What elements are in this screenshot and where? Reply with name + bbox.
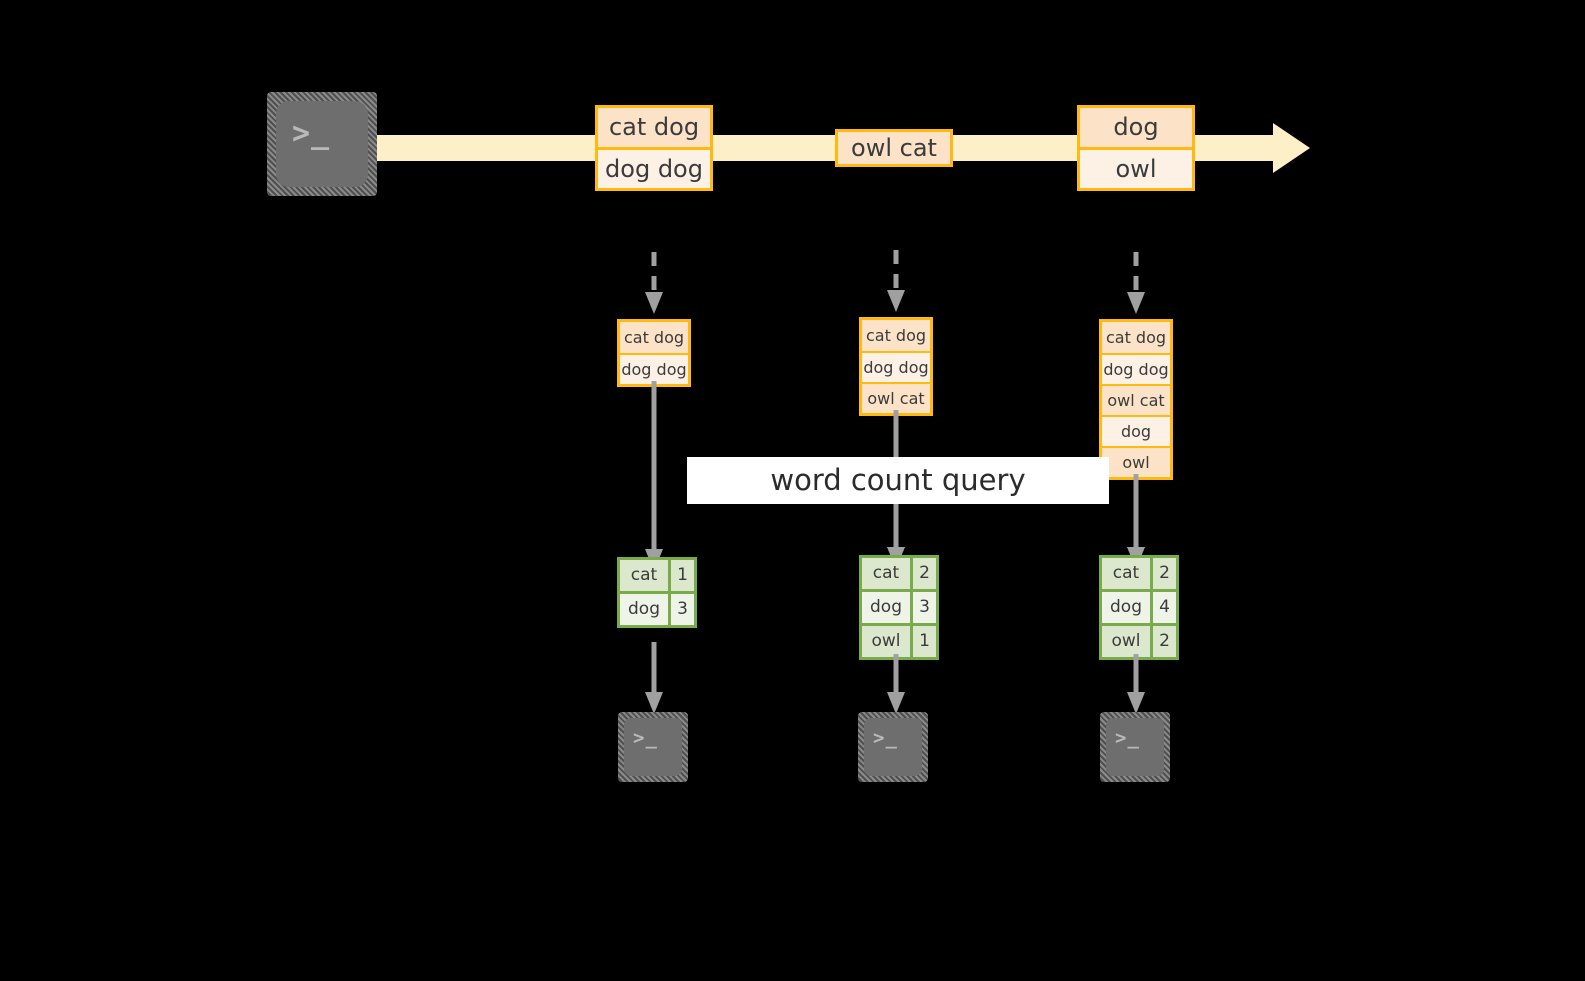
consumer-terminal-icon-1: >_ — [618, 712, 688, 782]
stream-to-log-arrow-2 — [885, 250, 907, 312]
stream-message-3: dog owl — [1077, 105, 1195, 191]
table-row: dog 3 — [862, 589, 936, 623]
result-count: 3 — [910, 592, 936, 623]
log-stack-1: cat dog dog dog — [617, 319, 691, 387]
log-entry: dog dog — [620, 353, 688, 384]
result-table-2: cat 2 dog 3 owl 1 — [859, 555, 939, 660]
result-count: 1 — [668, 560, 694, 591]
log-entry: cat dog — [620, 322, 688, 353]
log-stack-3: cat dog dog dog owl cat dog owl — [1099, 319, 1173, 480]
table-row: dog 3 — [620, 591, 694, 625]
terminal-prompt-glyph: >_ — [873, 727, 898, 749]
stream-message-2: owl cat — [835, 129, 953, 167]
terminal-screen: >_ — [276, 101, 368, 187]
result-count: 2 — [1150, 626, 1176, 657]
result-count: 2 — [1150, 558, 1176, 589]
stream-message-line: owl — [1080, 146, 1192, 188]
query-label: word count query — [687, 457, 1109, 504]
stream-message-line: dog dog — [598, 146, 710, 188]
log-entry: cat dog — [862, 320, 930, 351]
result-count: 4 — [1150, 592, 1176, 623]
stream-message-line: owl cat — [838, 132, 950, 164]
log-entry: owl cat — [862, 382, 930, 413]
result-table-3: cat 2 dog 4 owl 2 — [1099, 555, 1179, 660]
result-to-consumer-arrow-2 — [885, 654, 907, 714]
log-entry: dog dog — [862, 351, 930, 382]
terminal-screen: >_ — [1106, 718, 1164, 776]
table-row: cat 1 — [620, 560, 694, 591]
result-word: dog — [862, 592, 910, 623]
log-entry: owl — [1102, 446, 1170, 477]
result-word: cat — [862, 558, 910, 589]
result-word: owl — [862, 626, 910, 657]
result-word: dog — [620, 594, 668, 625]
result-count: 3 — [668, 594, 694, 625]
log-entry: owl cat — [1102, 384, 1170, 415]
stream-message-1: cat dog dog dog — [595, 105, 713, 191]
table-row: cat 2 — [862, 558, 936, 589]
stream-to-log-arrow-1 — [643, 252, 665, 314]
stream-message-line: dog — [1080, 108, 1192, 147]
table-row: owl 1 — [862, 623, 936, 657]
result-count: 2 — [910, 558, 936, 589]
terminal-prompt-glyph: >_ — [292, 116, 331, 151]
result-word: cat — [1102, 558, 1150, 589]
log-entry: dog dog — [1102, 353, 1170, 384]
terminal-screen: >_ — [864, 718, 922, 776]
table-row: owl 2 — [1102, 623, 1176, 657]
result-word: cat — [620, 560, 668, 591]
terminal-prompt-glyph: >_ — [633, 727, 658, 749]
stream-message-line: cat dog — [598, 108, 710, 147]
log-to-result-arrow-1 — [643, 381, 665, 571]
stream-to-log-arrow-3 — [1125, 252, 1147, 314]
result-to-consumer-arrow-3 — [1125, 654, 1147, 714]
result-count: 1 — [910, 626, 936, 657]
consumer-terminal-icon-2: >_ — [858, 712, 928, 782]
log-stack-2: cat dog dog dog owl cat — [859, 317, 933, 416]
consumer-terminal-icon-3: >_ — [1100, 712, 1170, 782]
table-row: dog 4 — [1102, 589, 1176, 623]
result-word: dog — [1102, 592, 1150, 623]
log-entry: dog — [1102, 415, 1170, 446]
terminal-prompt-glyph: >_ — [1115, 727, 1140, 749]
result-word: owl — [1102, 626, 1150, 657]
terminal-screen: >_ — [624, 718, 682, 776]
producer-terminal-icon: >_ — [267, 92, 377, 196]
log-entry: cat dog — [1102, 322, 1170, 353]
table-row: cat 2 — [1102, 558, 1176, 589]
result-to-consumer-arrow-1 — [643, 642, 665, 714]
result-table-1: cat 1 dog 3 — [617, 557, 697, 628]
